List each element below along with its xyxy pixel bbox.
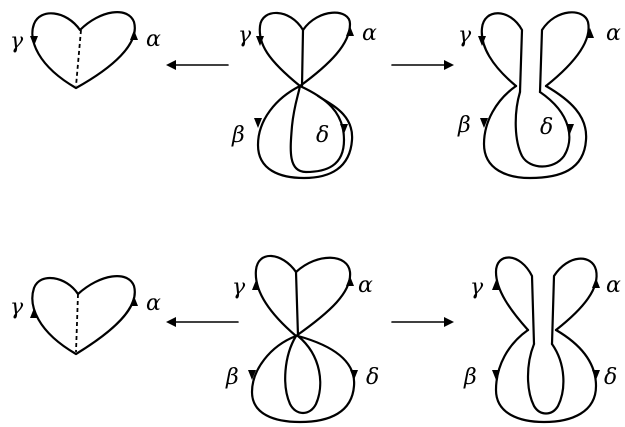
row2-knot-inner-bottom <box>284 334 322 415</box>
row1-split-label-alpha: α <box>606 21 621 46</box>
row1-heart-arrow-gamma <box>30 36 38 46</box>
row1-split-arrow-gamma <box>478 36 486 46</box>
row2-split-inner-bottom <box>526 342 565 415</box>
row2-split-label-gamma: γ <box>470 275 484 300</box>
row2-knot-label-alpha: α <box>358 273 373 298</box>
row2-knot-arrow-gamma <box>252 280 260 290</box>
row2-knot-arrow-alpha <box>346 276 354 286</box>
row1-split: γ α β δ <box>457 11 621 180</box>
row2-knot-center-strand <box>294 270 300 338</box>
row2-heart-arrow-gamma <box>30 308 38 318</box>
row2-split-left-lobe <box>494 256 536 346</box>
row2-knot: γ α β δ <box>225 254 379 424</box>
row2-arrow-right <box>391 317 454 327</box>
row2-knot-label-beta: β <box>225 365 239 390</box>
row2-heart-label-gamma: γ <box>10 295 24 320</box>
row2-split-label-beta: β <box>463 365 477 390</box>
row1-knot-top-loops <box>258 11 352 88</box>
row1-knot-arrow-beta <box>254 118 262 128</box>
row2-heart-dashed-chord <box>75 293 79 353</box>
row2-heart: γ α <box>10 275 161 356</box>
row1-arrow-right <box>391 60 454 70</box>
row2-arrow-left <box>166 317 239 327</box>
row2-split-arrow-delta <box>592 370 600 380</box>
row2-knot-top-loops <box>254 254 352 338</box>
row1-knot-arrow-alpha <box>346 26 354 36</box>
row2-heart-outline <box>31 275 136 356</box>
row1-knot-arrow-gamma <box>256 36 264 46</box>
row2-split-label-delta: δ <box>604 365 617 390</box>
row1-split-arrow-beta <box>480 118 488 128</box>
row1-split-left-lobe <box>480 12 524 94</box>
row2-knot-label-gamma: γ <box>232 275 246 300</box>
row2-split-arrow-beta <box>492 370 500 380</box>
row1-split-inner-bottom <box>514 90 571 168</box>
row1-split-label-delta: δ <box>540 115 553 140</box>
row1-knot-label-beta: β <box>231 123 245 148</box>
row2-knot-arrow-beta <box>248 370 256 380</box>
row2-split-outer-bottom <box>494 328 598 424</box>
row2-knot-label-delta: δ <box>366 365 379 390</box>
row2-knot-arrow-delta <box>350 370 358 380</box>
row1-knot-arrow-delta <box>340 124 348 134</box>
row1-split-right-lobe <box>538 11 590 94</box>
row1-split-label-beta: β <box>457 113 471 138</box>
row1-heart-label-alpha: α <box>146 27 161 52</box>
row1-split-outer-bottom <box>482 84 588 180</box>
row1-heart: γ α <box>10 11 161 90</box>
row1-heart-dashed-chord <box>75 29 82 87</box>
row2-heart-arrow-alpha <box>130 296 138 306</box>
row1-knot: γ α β δ <box>231 11 377 180</box>
row2-split-arrow-gamma <box>492 280 500 290</box>
row1-split-arrow-delta <box>566 124 574 134</box>
row2-heart-label-alpha: α <box>146 291 161 316</box>
row1-split-label-gamma: γ <box>458 23 472 48</box>
row1-knot-center-strand <box>300 28 305 88</box>
row2-knot-outer-bottom <box>250 334 356 424</box>
row1-knot-label-gamma: γ <box>238 23 252 48</box>
row1-knot-delta-strand <box>289 84 346 174</box>
row1-knot-label-delta: δ <box>316 123 329 148</box>
row1-heart-label-gamma: γ <box>10 29 24 54</box>
row2-split-label-alpha: α <box>606 273 621 298</box>
row2-split-arrow-alpha <box>592 278 600 288</box>
row1-knot-label-alpha: α <box>362 21 377 46</box>
row2-split: γ α β δ <box>463 256 621 424</box>
row1-heart-arrow-alpha <box>130 30 138 40</box>
row1-arrow-left <box>166 60 229 70</box>
row1-knot-beta-strand <box>256 84 354 180</box>
row1-split-arrow-alpha <box>586 28 594 38</box>
row2-split-right-lobe <box>550 257 598 346</box>
row1-heart-outline <box>31 11 136 90</box>
